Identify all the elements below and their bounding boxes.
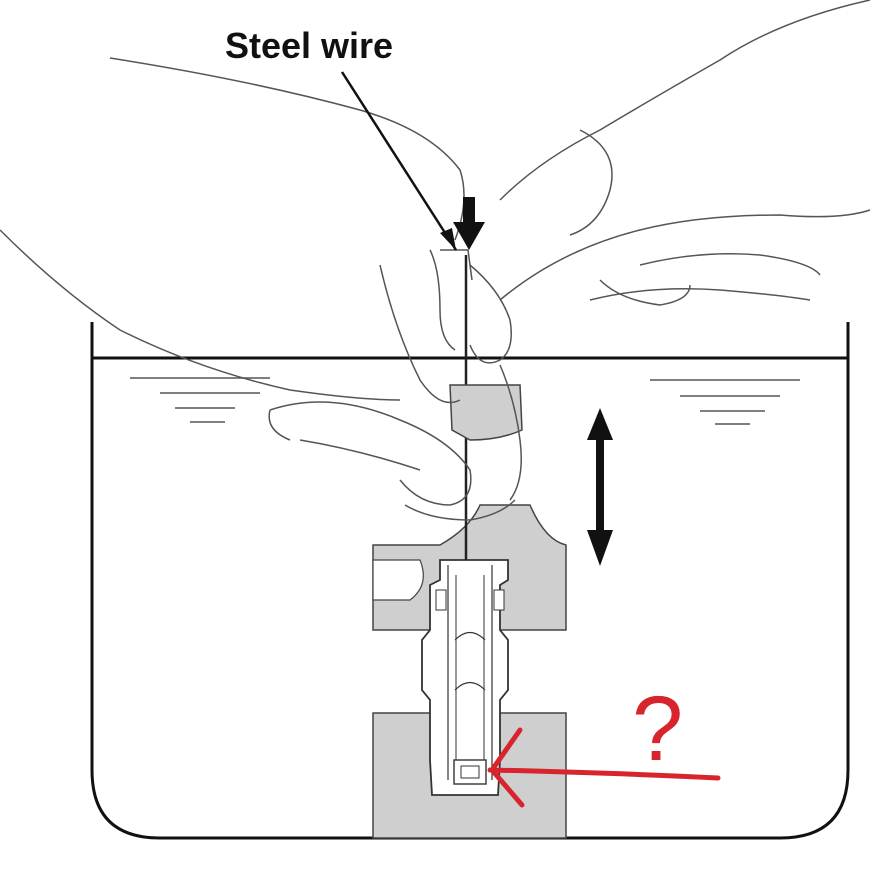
push-down-arrow-icon xyxy=(453,197,485,250)
water-ripples xyxy=(130,377,800,425)
upper-holder-white-notch xyxy=(372,559,424,601)
red-arrow-shaft xyxy=(487,767,721,781)
plunger-gray xyxy=(449,384,523,441)
label-leader-arrowhead-icon xyxy=(440,228,456,250)
question-mark-annotation: ? xyxy=(632,678,683,780)
red-annotation xyxy=(487,727,721,808)
red-arrowhead-icon xyxy=(489,727,525,808)
steel-wire-label: Steel wire xyxy=(225,25,393,66)
label-leader-line xyxy=(340,71,458,251)
injector-body xyxy=(421,559,509,796)
up-down-arrow-icon xyxy=(587,408,613,566)
hand-illustration xyxy=(0,0,871,521)
